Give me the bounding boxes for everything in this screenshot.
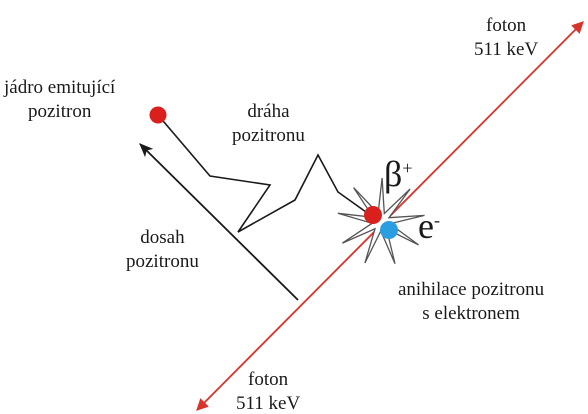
range-label-line2: pozitronu — [126, 251, 199, 272]
electron-particle — [380, 221, 398, 239]
annihilation-label: anihilace pozitronu s elektronem — [398, 278, 544, 326]
path-label: dráha pozitronu — [232, 100, 305, 148]
emitting-nucleus — [149, 106, 167, 124]
nucleus-label-line1: jádro emitující — [4, 77, 116, 98]
path-label-line1: dráha — [247, 101, 290, 122]
electron-sign: - — [433, 210, 440, 230]
beta-plus-label: β+ — [384, 156, 412, 192]
positron-range-arrow — [139, 143, 299, 301]
annihilation-label-line2: s elektronem — [422, 303, 520, 324]
photon-bottom-label-line2: 511 keV — [236, 393, 301, 414]
range-label-line1: dosah — [140, 227, 185, 248]
nucleus-label: jádro emitující pozitron — [4, 76, 115, 124]
nucleus-label-line2: pozitron — [28, 101, 92, 122]
photon-top-label-line2: 511 keV — [474, 39, 539, 60]
photon-bottom-label-line1: foton — [248, 369, 289, 390]
beta-sign: + — [402, 158, 413, 178]
positron-path-zigzag — [157, 114, 374, 233]
photon-top-label: foton 511 keV — [474, 14, 538, 62]
positron-particle — [364, 206, 382, 224]
photon-bottom-label: foton 511 keV — [236, 368, 300, 414]
beta-symbol: β — [384, 154, 403, 194]
annihilation-label-line1: anihilace pozitronu — [398, 279, 545, 300]
electron-symbol: e — [418, 206, 434, 246]
photon-top-label-line1: foton — [486, 15, 527, 36]
range-label: dosah pozitronu — [126, 226, 199, 274]
electron-label: e- — [418, 208, 440, 244]
path-label-line2: pozitronu — [232, 125, 305, 146]
